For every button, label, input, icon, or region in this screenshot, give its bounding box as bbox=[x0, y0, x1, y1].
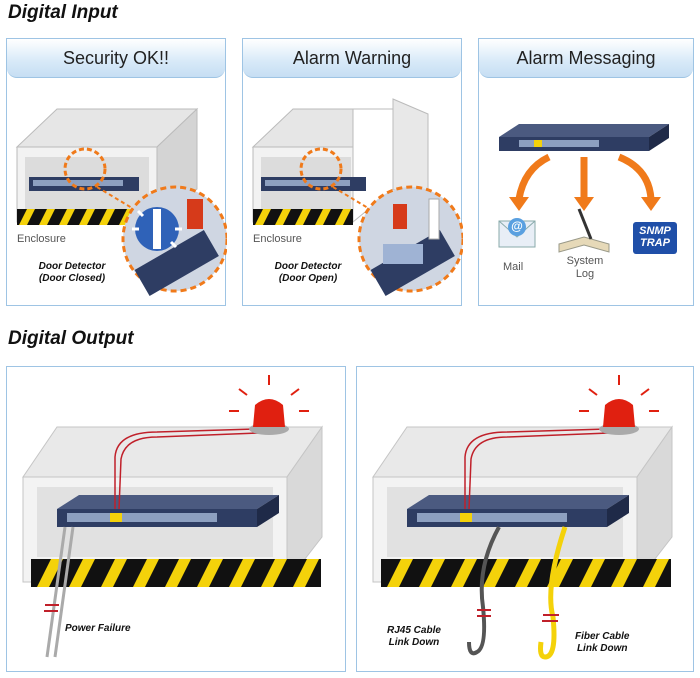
security-ok-illustration bbox=[15, 107, 227, 296]
door-detector-closed-label: Door Detector (Door Closed) bbox=[17, 261, 127, 285]
security-ok-panel: Security OK!! Enclosure Door bbox=[6, 38, 227, 306]
power-failure-illustration bbox=[22, 375, 323, 658]
power-failure-panel: Power Failure bbox=[6, 366, 346, 672]
mail-at-symbol: @ bbox=[511, 219, 523, 233]
detector-line2: (Door Closed) bbox=[38, 273, 106, 284]
syslog-line1: System bbox=[566, 255, 604, 267]
snmp-line2: TRAP bbox=[640, 237, 670, 249]
link-down-illustration bbox=[372, 375, 673, 660]
fiber-cable bbox=[538, 526, 568, 660]
snmp-trap-label: SNMP TRAP bbox=[633, 225, 677, 249]
detector-line1: Door Detector bbox=[38, 261, 106, 272]
rj45-link-down-label: RJ45 Cable Link Down bbox=[387, 625, 441, 649]
syslog-line2: Log bbox=[575, 268, 595, 280]
system-log-label: System Log bbox=[559, 255, 611, 281]
alarm-messaging-panel: Alarm Messaging @ Mail System Log SNMP T… bbox=[478, 38, 694, 306]
power-failure-label: Power Failure bbox=[65, 623, 131, 634]
digital-input-title: Digital Input bbox=[8, 2, 118, 23]
snmp-line1: SNMP bbox=[639, 225, 671, 237]
rj45-cable bbox=[467, 526, 501, 656]
rj45-line1: RJ45 Cable bbox=[387, 625, 441, 636]
alarm-messaging-title: Alarm Messaging bbox=[479, 39, 693, 78]
fiber-line2: Link Down bbox=[576, 643, 628, 654]
enclosure-label-1: Enclosure bbox=[17, 233, 66, 245]
door-detector-sensor bbox=[428, 198, 440, 240]
digital-output-title: Digital Output bbox=[8, 328, 134, 349]
fiber-line1: Fiber Cable bbox=[575, 631, 630, 642]
security-ok-title: Security OK!! bbox=[7, 39, 225, 78]
detector-line1: Door Detector bbox=[274, 261, 342, 272]
alarm-warning-illustration bbox=[251, 98, 463, 296]
mail-label: Mail bbox=[503, 261, 524, 273]
detector-line2: (Door Open) bbox=[278, 273, 338, 284]
alarm-beacon bbox=[603, 399, 635, 427]
link-down-panel: RJ45 Cable Link Down Fiber Cable Link Do… bbox=[356, 366, 694, 672]
alarm-messaging-illustration bbox=[498, 124, 677, 254]
system-log-icon bbox=[558, 236, 610, 253]
alarm-warning-panel: Alarm Warning Enclosure Door Detector (D… bbox=[242, 38, 463, 306]
rj45-line2: Link Down bbox=[388, 637, 440, 648]
alarm-warning-title: Alarm Warning bbox=[243, 39, 461, 78]
enclosure-label-2: Enclosure bbox=[253, 233, 302, 245]
fiber-link-down-label: Fiber Cable Link Down bbox=[575, 631, 629, 655]
door-detector-sensor bbox=[153, 209, 161, 249]
alarm-beacon bbox=[253, 399, 285, 427]
door-detector-open-label: Door Detector (Door Open) bbox=[253, 261, 363, 285]
snmp-trap-icon bbox=[633, 222, 677, 254]
